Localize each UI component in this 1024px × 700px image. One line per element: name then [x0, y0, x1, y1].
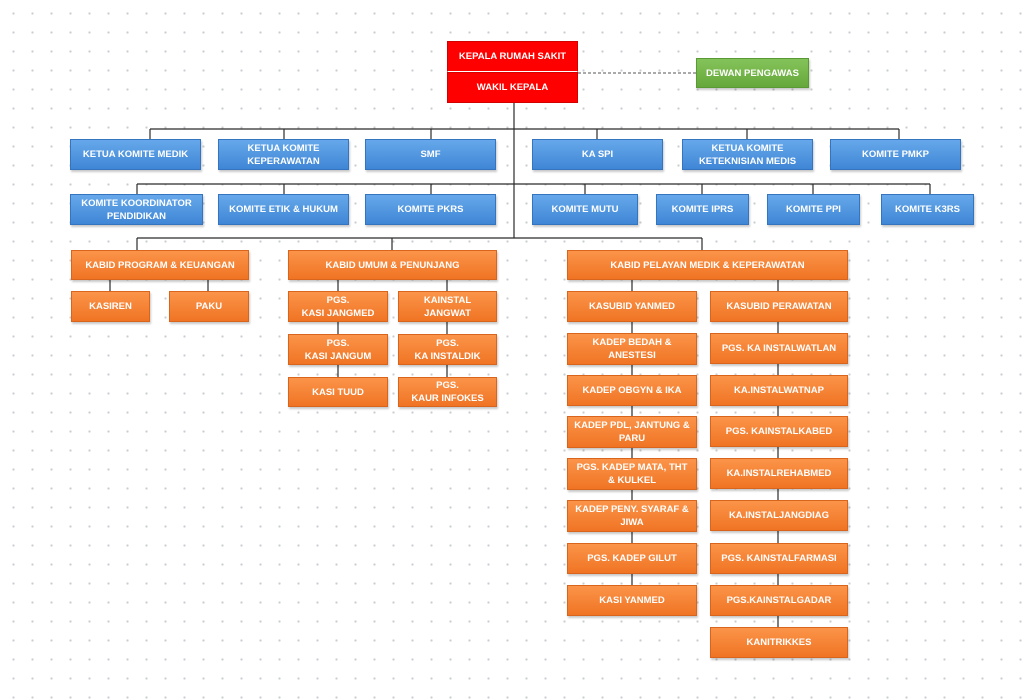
deputy-box: WAKIL KEPALA [447, 72, 578, 103]
head-box: KEPALA RUMAH SAKIT [447, 41, 578, 72]
pelayanan-right-9: KANITRIKKES [710, 627, 848, 658]
pelayanan-left-6: KADEP PENY. SYARAF & JIWA [567, 500, 697, 532]
row2-box-6: KOMITE PPI [767, 194, 860, 225]
row1-box-3: SMF [365, 139, 496, 170]
pelayanan-right-7: PGS. KAINSTALFARMASI [710, 543, 848, 574]
row1-box-1: KETUA KOMITE MEDIK [70, 139, 201, 170]
pelayanan-right-6: KA.INSTALJANGDIAG [710, 500, 848, 531]
paku-box: PAKU [169, 291, 249, 322]
pelayanan-right-3: KA.INSTALWATNAP [710, 375, 848, 406]
kabid-umum-left-1: PGS. KASI JANGMED [288, 291, 388, 322]
row2-box-4: KOMITE MUTU [532, 194, 638, 225]
pelayanan-right-1: KASUBID PERAWATAN [710, 291, 848, 322]
pelayanan-left-4: KADEP PDL, JANTUNG & PARU [567, 416, 697, 448]
kabid-umum-right-3: PGS. KAUR INFOKES [398, 377, 497, 407]
row2-box-3: KOMITE PKRS [365, 194, 496, 225]
kabid-umum-left-3: KASI TUUD [288, 377, 388, 407]
kabid-umum-box: KABID UMUM & PENUNJANG [288, 250, 497, 280]
kasiren-box: KASIREN [71, 291, 150, 322]
row1-box-4: KA SPI [532, 139, 663, 170]
row2-box-5: KOMITE IPRS [656, 194, 749, 225]
row1-box-2: KETUA KOMITE KEPERAWATAN [218, 139, 349, 170]
supervisor-box: DEWAN PENGAWAS [696, 58, 809, 88]
row2-box-1: KOMITE KOORDINATOR PENDIDIKAN [70, 194, 203, 225]
pelayanan-left-2: KADEP BEDAH & ANESTESI [567, 333, 697, 365]
kabid-pelayanan-box: KABID PELAYAN MEDIK & KEPERAWATAN [567, 250, 848, 280]
row1-box-5: KETUA KOMITE KETEKNISIAN MEDIS [682, 139, 813, 170]
row2-box-2: KOMITE ETIK & HUKUM [218, 194, 349, 225]
kabid-umum-right-2: PGS. KA INSTALDIK [398, 334, 497, 365]
pelayanan-right-5: KA.INSTALREHABMED [710, 458, 848, 489]
pelayanan-left-5: PGS. KADEP MATA, THT & KULKEL [567, 458, 697, 490]
kabid-program-box: KABID PROGRAM & KEUANGAN [71, 250, 249, 280]
kabid-umum-left-2: PGS. KASI JANGUM [288, 334, 388, 365]
row1-box-6: KOMITE PMKP [830, 139, 961, 170]
pelayanan-left-1: KASUBID YANMED [567, 291, 697, 322]
pelayanan-right-4: PGS. KAINSTALKABED [710, 416, 848, 447]
row2-box-7: KOMITE K3RS [881, 194, 974, 225]
pelayanan-left-8: KASI YANMED [567, 585, 697, 616]
pelayanan-left-3: KADEP OBGYN & IKA [567, 375, 697, 406]
pelayanan-right-8: PGS.KAINSTALGADAR [710, 585, 848, 616]
pelayanan-right-2: PGS. KA INSTALWATLAN [710, 333, 848, 364]
kabid-umum-right-1: KAINSTAL JANGWAT [398, 291, 497, 322]
pelayanan-left-7: PGS. KADEP GILUT [567, 543, 697, 574]
